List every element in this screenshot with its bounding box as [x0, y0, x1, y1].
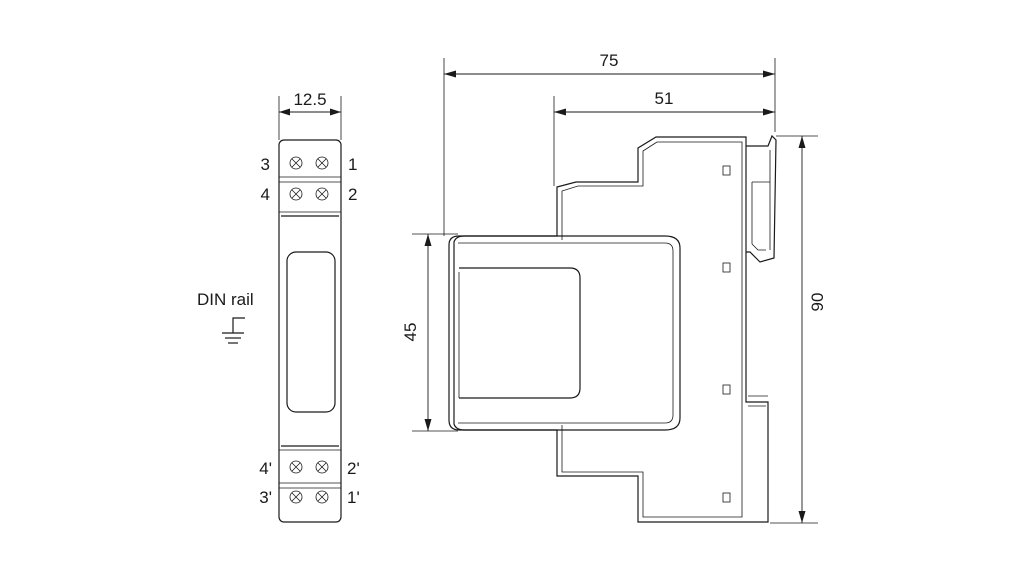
terminal-screw-icon	[289, 187, 303, 201]
terminal-label: 3'	[259, 488, 272, 507]
terminal-screw-icon	[315, 156, 329, 170]
side-housing-outline	[448, 136, 769, 523]
terminal-screw-icon	[315, 460, 329, 474]
arrow	[424, 234, 432, 246]
front-housing	[278, 139, 342, 523]
dimension-label-75: 75	[600, 51, 619, 70]
terminal-screw-icon	[289, 490, 303, 504]
terminal-screw-icon	[289, 156, 303, 170]
din-clip	[746, 134, 777, 407]
terminal-label: 3	[261, 155, 270, 174]
slot	[722, 384, 731, 395]
arrow-right	[330, 108, 341, 116]
dimension-label-51: 51	[655, 89, 674, 108]
side-housing-inner-outline	[561, 141, 743, 518]
terminal-label: 4'	[259, 459, 272, 478]
din-rail-label: DIN rail	[197, 290, 254, 309]
arrow-left	[279, 108, 290, 116]
earth-ground-icon	[222, 317, 245, 344]
arrow	[554, 108, 566, 116]
front-cover-inner	[458, 242, 674, 424]
arrow	[424, 419, 432, 431]
arrow	[798, 511, 806, 523]
slot	[722, 262, 731, 273]
front-view: 12.5 3 1 4 2 4' 2' 3' 1'	[197, 90, 360, 523]
terminal-screw-icon	[289, 460, 303, 474]
front-window	[286, 251, 336, 413]
terminal-label: 2	[348, 185, 357, 204]
side-window	[459, 267, 581, 399]
arrow	[444, 70, 456, 78]
slot	[722, 165, 731, 176]
terminal-label: 1'	[347, 488, 360, 507]
dimension-label-width: 12.5	[293, 90, 326, 109]
dimension-label-45: 45	[401, 323, 420, 342]
terminal-screw-icon	[315, 187, 329, 201]
front-cover	[453, 235, 681, 431]
terminal-label: 1	[348, 155, 357, 174]
side-view: 75 51 45 90	[401, 51, 827, 524]
slot	[722, 492, 731, 503]
terminal-screw-icon	[315, 490, 329, 504]
dimension-label-90: 90	[808, 293, 827, 312]
arrow	[763, 70, 775, 78]
terminal-label: 2'	[347, 459, 360, 478]
arrow	[763, 108, 775, 116]
terminal-label: 4	[261, 185, 270, 204]
terminal-screw-icons	[289, 156, 329, 504]
arrow	[798, 136, 806, 148]
